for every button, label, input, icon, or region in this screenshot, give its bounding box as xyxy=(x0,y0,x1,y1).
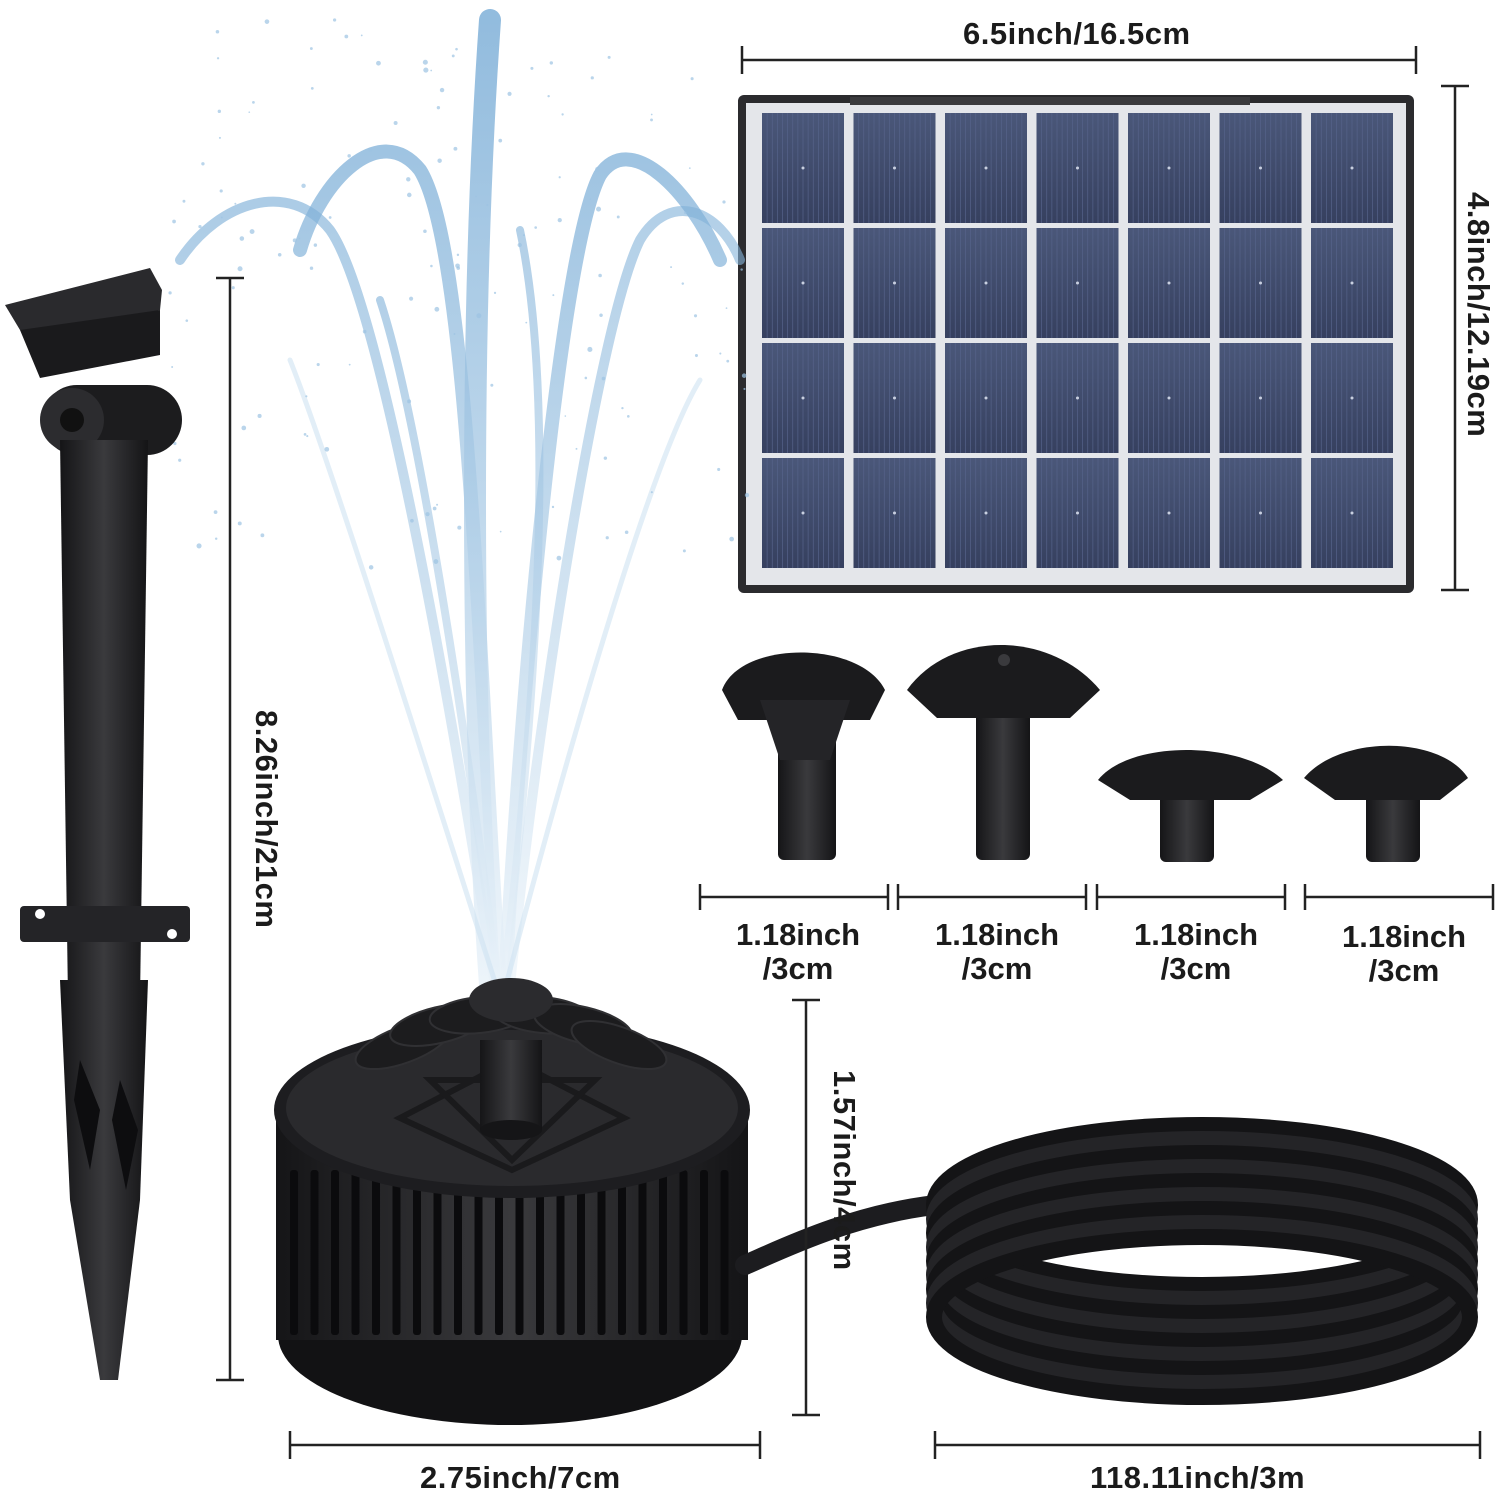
pump-nozzle-flower xyxy=(354,978,668,1071)
nozzle-2 xyxy=(907,645,1100,860)
solar-stake xyxy=(5,268,190,1380)
nozzle-1 xyxy=(722,652,885,860)
cable-length-label: 118.11inch/3m xyxy=(1090,1460,1306,1495)
nozzle-4-size-cm: /3cm xyxy=(1368,953,1440,988)
nozzle-2-size: 1.18inch /3cm xyxy=(897,918,1097,986)
nozzle-3-size-cm: /3cm xyxy=(1160,951,1232,986)
nozzle-1-size: 1.18inch /3cm xyxy=(698,918,898,986)
cable-coil xyxy=(735,1117,1478,1405)
panel-width-label: 6.5inch/16.5cm xyxy=(963,16,1191,51)
fountain-pump xyxy=(274,978,750,1425)
water-spray xyxy=(168,9,750,996)
pump-width-label: 2.75inch/7cm xyxy=(420,1460,621,1495)
solar-cells xyxy=(762,113,1393,568)
nozzle-3 xyxy=(1098,750,1283,862)
nozzle-4-size-inch: 1.18inch xyxy=(1341,919,1467,954)
pump-height-label: 1.57inch/4cm xyxy=(827,1070,862,1271)
stake-height-label: 8.26inch/21cm xyxy=(249,710,284,929)
panel-height-label: 4.8inch/12.19cm xyxy=(1461,192,1496,438)
nozzle-4 xyxy=(1304,745,1468,862)
nozzle-3-size: 1.18inch /3cm xyxy=(1096,918,1296,986)
water-droplets xyxy=(168,18,750,570)
nozzle-1-size-inch: 1.18inch xyxy=(735,917,861,952)
solar-panel xyxy=(738,95,1414,593)
nozzle-1-size-cm: /3cm xyxy=(762,951,834,986)
nozzle-2-size-cm: /3cm xyxy=(961,951,1033,986)
nozzle-4-size: 1.18inch /3cm xyxy=(1304,920,1497,988)
nozzle-2-size-inch: 1.18inch xyxy=(934,917,1060,952)
dimension-lines xyxy=(216,46,1495,1459)
pump-vents xyxy=(290,1170,729,1335)
nozzle-3-size-inch: 1.18inch xyxy=(1133,917,1259,952)
